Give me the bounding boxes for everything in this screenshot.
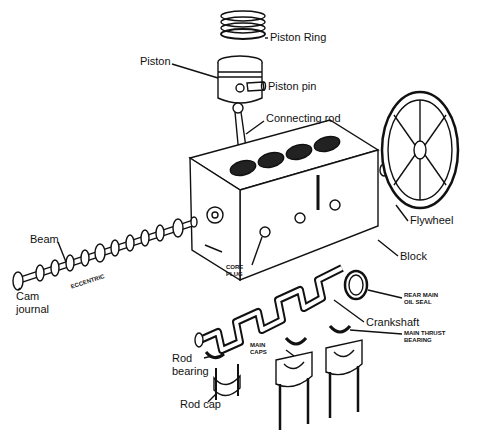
part-label: Connecting rod bbox=[266, 112, 376, 125]
part-label: Piston bbox=[140, 55, 180, 68]
crankshaft bbox=[195, 268, 364, 350]
part-label: Rod bearing bbox=[172, 352, 222, 377]
small-part-label: CORE PLUG bbox=[226, 264, 254, 278]
rod-cap bbox=[208, 364, 240, 402]
part-label: Cam journal bbox=[16, 290, 66, 315]
flywheel bbox=[382, 92, 458, 221]
piston-rings bbox=[221, 11, 268, 39]
part-label: Rod cap bbox=[180, 398, 240, 411]
small-part-label: MAIN CAPS bbox=[250, 342, 280, 356]
part-label: Crankshaft bbox=[366, 316, 446, 329]
part-label: Piston pin bbox=[268, 80, 348, 93]
part-label: Flywheel bbox=[410, 214, 480, 227]
small-part-label: ECCENTRIC bbox=[70, 269, 120, 291]
seal-and-bearings bbox=[204, 271, 402, 358]
engine-block bbox=[190, 120, 398, 280]
main-caps bbox=[276, 340, 362, 430]
part-label: Block bbox=[400, 250, 460, 263]
piston-pin bbox=[247, 82, 266, 91]
small-part-label: REAR MAIN OIL SEAL bbox=[404, 292, 448, 306]
camshaft bbox=[13, 217, 197, 290]
part-label: Piston Ring bbox=[270, 31, 360, 44]
piston bbox=[172, 56, 262, 103]
part-label: Beam bbox=[30, 233, 70, 246]
small-part-label: MAIN THRUST BEARING bbox=[404, 330, 464, 344]
